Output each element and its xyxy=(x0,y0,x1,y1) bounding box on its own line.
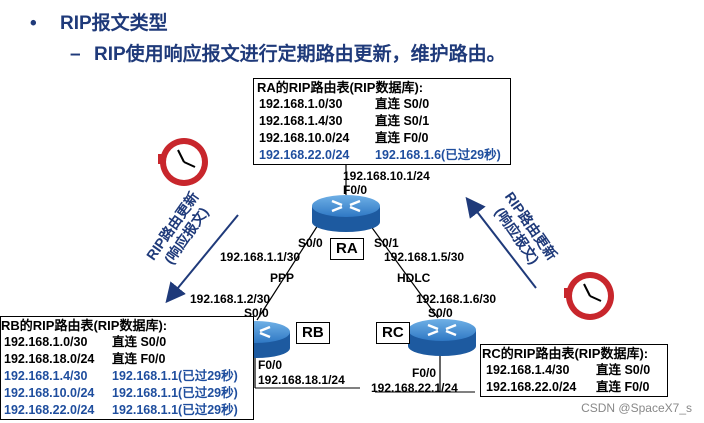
heading-subtitle-text: RIP使用响应报文进行定期路由更新，维护路由。 xyxy=(94,44,506,65)
ra-s00-label: S0/0 xyxy=(298,236,323,250)
hdlc-label: HDLC xyxy=(397,271,431,285)
router-rb-label: RB xyxy=(296,322,330,344)
update-arrow-left xyxy=(165,214,239,304)
heading-title: • RIP报文类型 xyxy=(30,8,168,35)
ra-s01-label: S0/1 xyxy=(374,236,399,250)
heading-subtitle: –RIP使用响应报文进行定期路由更新，维护路由。 xyxy=(70,39,506,66)
update-arrow-right xyxy=(465,196,537,289)
ra-s01-ip-label: 192.168.1.5/30 xyxy=(384,250,465,264)
ra-table-title: RA的RIP路由表(RIP数据库): xyxy=(257,80,424,95)
heading-title-text: RIP报文类型 xyxy=(60,13,168,34)
rc-f0-ip-label: 192.168.22.1/24 xyxy=(371,381,458,395)
ra-s00-ip-label: 192.168.1.1/30 xyxy=(220,250,301,264)
rb-s00-label: S0/0 xyxy=(244,306,269,320)
rc-s00-label: S0/0 xyxy=(428,306,453,320)
router-rc-label: RC xyxy=(376,322,410,344)
ppp-link xyxy=(256,224,319,321)
router-rc-icon xyxy=(408,319,476,356)
rb-f0-label: F0/0 xyxy=(258,358,283,372)
ra-f0-ip-label: 192.168.10.1/24 xyxy=(343,169,430,183)
watermark-text: CSDN @SpaceX7_s xyxy=(581,401,692,415)
rc-s00-ip-label: 192.168.1.6/30 xyxy=(416,292,497,306)
clock-icon-right xyxy=(564,272,614,320)
rc-table-title: RC的RIP路由表(RIP数据库): xyxy=(482,346,649,361)
router-ra-label: RA xyxy=(330,238,364,260)
rb-f0-ip-label: 192.168.18.1/24 xyxy=(258,373,345,387)
bullet-dash: – xyxy=(70,44,81,65)
bullet-dot: • xyxy=(30,13,37,34)
rb-table-title: RB的RIP路由表(RIP数据库): xyxy=(1,318,168,333)
ra-f0-label: F0/0 xyxy=(343,183,368,197)
rb-s00-ip-label: 192.168.1.2/30 xyxy=(190,292,271,306)
hdlc-link xyxy=(369,224,439,319)
clock-icon-left xyxy=(158,138,208,186)
router-ra-icon xyxy=(312,195,380,232)
rc-f0-label: F0/0 xyxy=(412,366,437,380)
ppp-label: PPP xyxy=(270,271,295,285)
